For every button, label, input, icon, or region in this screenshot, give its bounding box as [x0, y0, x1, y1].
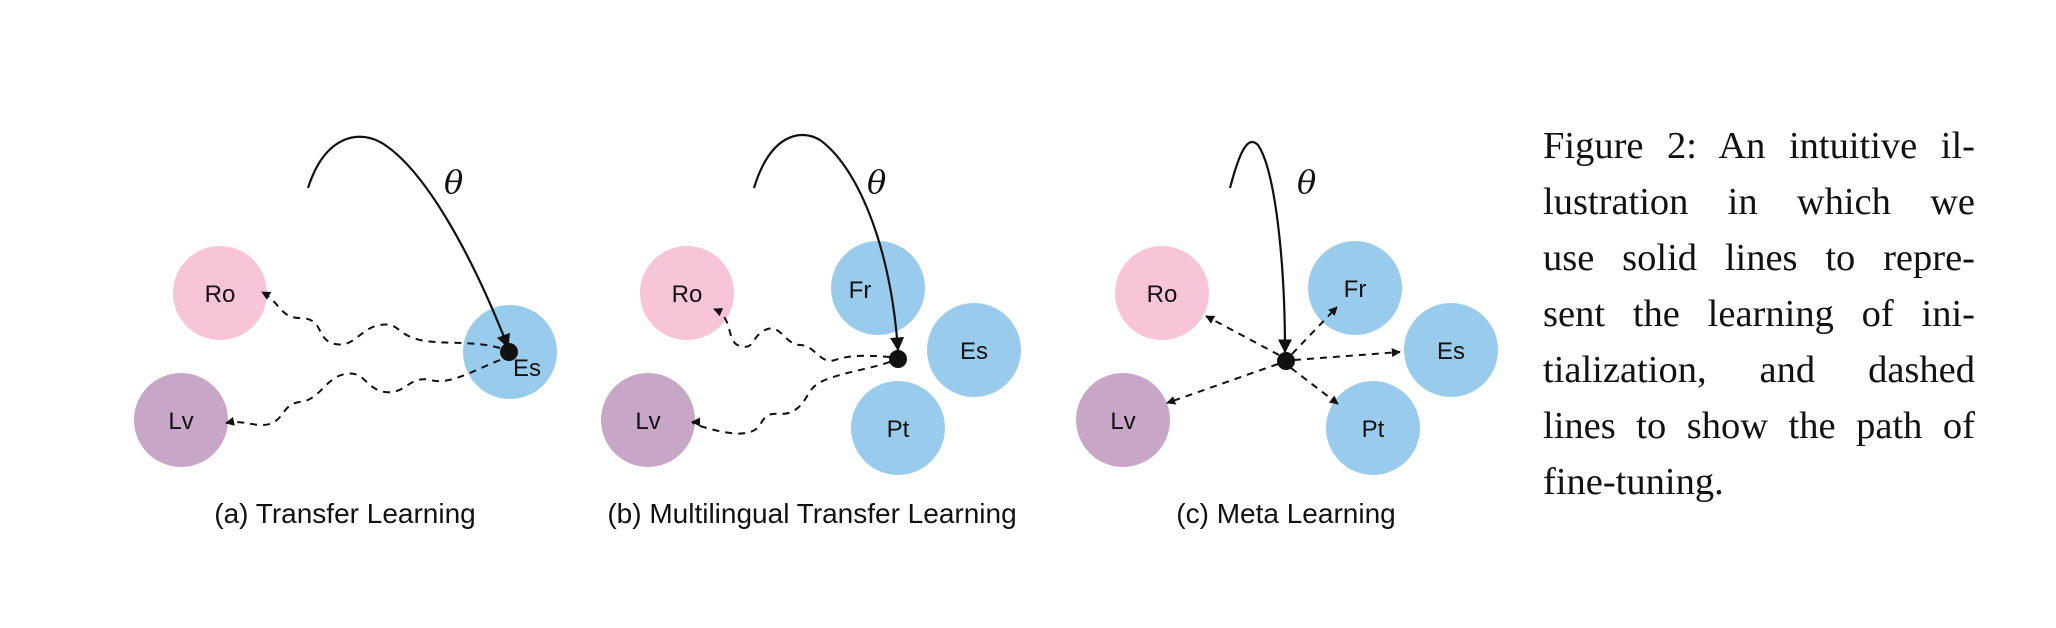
svg-text:Es: Es	[960, 338, 988, 365]
initialization-path	[752, 133, 905, 352]
figure-caption-line: use solid lines to repre-	[1543, 237, 1975, 279]
theta-label: θ	[444, 163, 463, 201]
node-es: Es	[1404, 303, 1498, 397]
initialization-point	[500, 343, 518, 361]
panel-b-multilingual-transfer-learning: Ro Lv Fr Es Pt θ (b) Multilingual Transf…	[601, 133, 1021, 529]
theta-label: θ	[1297, 163, 1316, 201]
svg-text:Fr: Fr	[1344, 276, 1367, 303]
svg-text:Pt: Pt	[887, 416, 910, 443]
finetune-path-ro	[261, 291, 501, 349]
finetune-arrow-pt	[1290, 367, 1339, 405]
svg-text:Ro: Ro	[205, 281, 236, 308]
node-lv: Lv	[1076, 373, 1170, 467]
figure-caption-line: tialization, and dashed	[1543, 349, 1975, 391]
svg-text:Ro: Ro	[672, 281, 703, 308]
node-pt: Pt	[1326, 381, 1420, 475]
node-fr: Fr	[1308, 241, 1402, 335]
panel-b-caption: (b) Multilingual Transfer Learning	[607, 498, 1016, 529]
node-lv: Lv	[601, 373, 695, 467]
finetune-arrow-es	[1293, 348, 1401, 361]
finetune-path-ro-visible	[713, 308, 891, 362]
svg-text:Fr: Fr	[849, 277, 872, 304]
node-pt: Pt	[851, 381, 945, 475]
panel-a-transfer-learning: Ro Lv Es θ (a) Transfer Learning	[134, 135, 557, 529]
figure-caption: Figure 2: An intuitive il- lustration in…	[1543, 118, 1975, 510]
panel-c-caption: (c) Meta Learning	[1176, 498, 1395, 529]
node-fr: Fr	[831, 241, 925, 335]
finetune-arrow-ro	[1205, 315, 1280, 356]
finetune-arrow-fr	[1291, 306, 1338, 355]
svg-text:Es: Es	[513, 355, 541, 382]
figure-caption-line: lustration in which we	[1543, 181, 1975, 223]
panel-a-caption: (a) Transfer Learning	[214, 498, 475, 529]
figure-caption-line: Figure 2: An intuitive il-	[1543, 125, 1975, 167]
finetune-path-lv	[691, 361, 891, 435]
svg-text:Es: Es	[1437, 338, 1465, 365]
node-ro: Ro	[173, 246, 267, 340]
initialization-path	[1228, 140, 1292, 354]
node-ro: Ro	[1115, 246, 1209, 340]
svg-text:Lv: Lv	[635, 408, 660, 435]
svg-text:Ro: Ro	[1147, 281, 1178, 308]
initialization-point	[889, 350, 907, 368]
node-lv: Lv	[134, 373, 228, 467]
figure-caption-line: lines to show the path of	[1543, 405, 1975, 447]
theta-label: θ	[867, 163, 886, 201]
svg-text:Pt: Pt	[1362, 416, 1385, 443]
finetune-path-lv	[225, 359, 501, 427]
panel-c-meta-learning: Ro Lv Fr Es Pt θ (c) Meta Learning	[1076, 140, 1498, 529]
node-es: Es	[927, 303, 1021, 397]
svg-text:Lv: Lv	[168, 408, 193, 435]
initialization-point	[1277, 352, 1295, 370]
figure-caption-line: sent the learning of ini-	[1543, 293, 1975, 335]
node-ro: Ro	[640, 246, 734, 340]
figure-caption-line: fine-tuning.	[1543, 461, 1724, 503]
initialization-path	[306, 135, 510, 349]
finetune-arrow-lv	[1166, 363, 1279, 405]
svg-text:Lv: Lv	[1110, 408, 1135, 435]
